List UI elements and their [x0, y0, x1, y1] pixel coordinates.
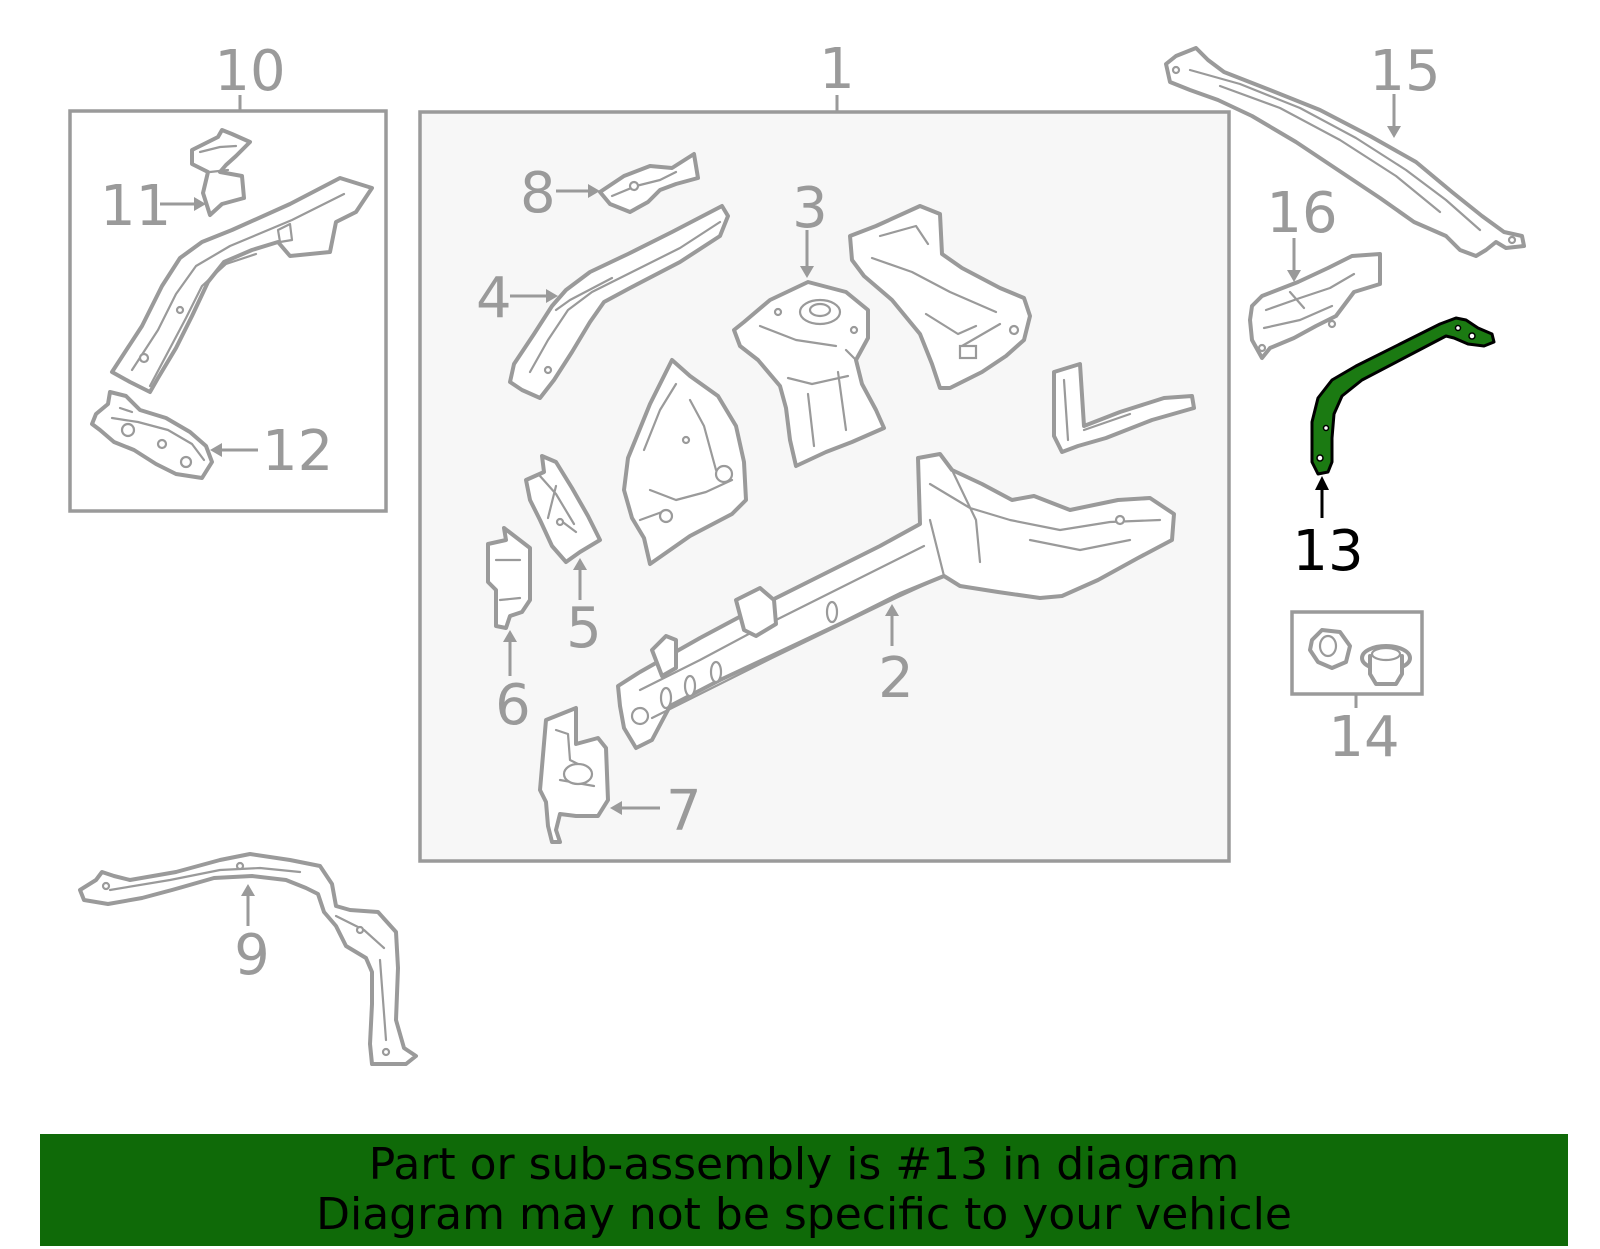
callout-7[interactable]: 7: [666, 779, 702, 844]
part-12[interactable]: [90, 390, 214, 480]
part-14-nut[interactable]: [1308, 628, 1352, 670]
part-bracket[interactable]: [1052, 362, 1196, 454]
part-15[interactable]: [1164, 46, 1526, 258]
part-10-rail[interactable]: [110, 176, 374, 394]
callout-15[interactable]: 15: [1369, 39, 1440, 104]
callout-5[interactable]: 5: [566, 596, 602, 661]
callout-13[interactable]: 13: [1292, 519, 1363, 584]
info-banner: Part or sub-assembly is #13 in diagram D…: [40, 1134, 1568, 1246]
callout-8[interactable]: 8: [520, 161, 556, 226]
part-3-apron[interactable]: [848, 204, 1032, 390]
callout-3[interactable]: 3: [792, 176, 828, 241]
part-4[interactable]: [508, 204, 730, 400]
part-3[interactable]: [732, 280, 886, 468]
part-13[interactable]: [1310, 316, 1496, 476]
group-box-10: [68, 109, 388, 513]
part-5[interactable]: [524, 454, 602, 564]
callout-4[interactable]: 4: [476, 266, 512, 331]
callout-6[interactable]: 6: [495, 673, 531, 738]
part-8[interactable]: [598, 152, 700, 214]
part-2[interactable]: [616, 452, 1176, 750]
part-11[interactable]: [190, 128, 252, 217]
part-wheelhouse[interactable]: [622, 358, 748, 566]
callout-12[interactable]: 12: [262, 419, 333, 484]
callout-10[interactable]: 10: [214, 39, 285, 104]
callout-2[interactable]: 2: [878, 646, 914, 711]
callout-14[interactable]: 14: [1328, 705, 1399, 770]
callout-11[interactable]: 11: [100, 174, 171, 239]
part-16[interactable]: [1248, 252, 1382, 360]
callout-16[interactable]: 16: [1266, 181, 1337, 246]
part-7[interactable]: [538, 706, 610, 844]
callout-1[interactable]: 1: [819, 37, 855, 102]
part-9[interactable]: [78, 852, 418, 1066]
banner-line-1: Part or sub-assembly is #13 in diagram: [368, 1139, 1240, 1190]
banner-line-2: Diagram may not be specific to your vehi…: [316, 1189, 1292, 1240]
part-6[interactable]: [486, 526, 532, 630]
callout-9[interactable]: 9: [234, 923, 270, 988]
part-14-clip[interactable]: [1360, 644, 1412, 686]
